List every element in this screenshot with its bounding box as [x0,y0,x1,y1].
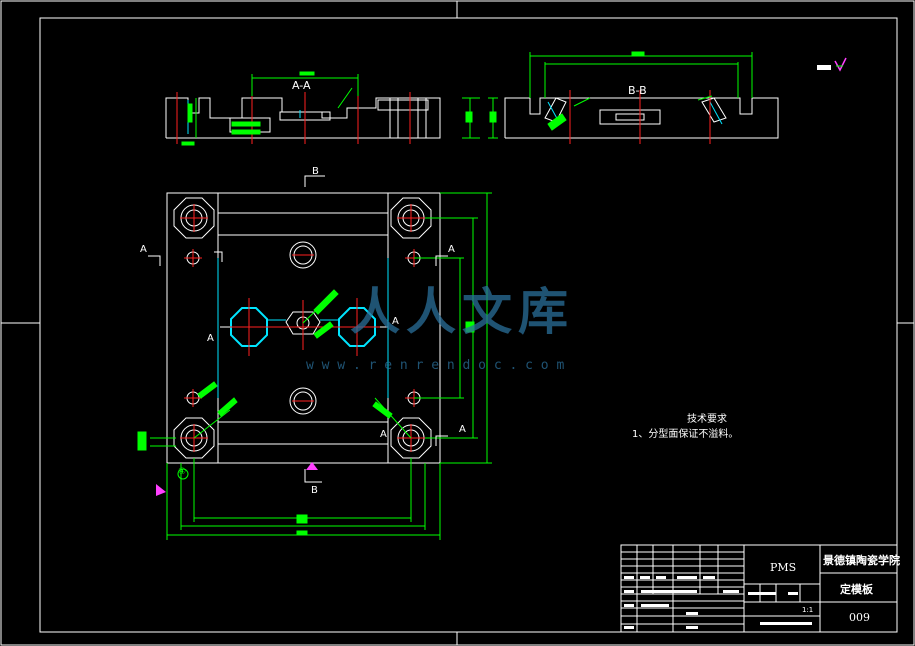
cavities [230,307,376,347]
section-bb-label: B-B [628,84,647,97]
section-aa-dimensions [181,71,480,146]
title-block-part-name: 定模板 [840,583,873,596]
title-block-material: PMS [770,561,797,574]
section-aa-view [165,97,441,139]
cut-marker-a-mid-left: A [207,333,214,344]
cutting-planes [148,175,448,483]
plan-dimensions [137,192,492,540]
section-aa-label: A-A [292,79,311,92]
title-block-fills [624,576,812,629]
surface-finish-symbol [817,57,847,72]
cut-marker-a-right: A [448,244,455,255]
notes-heading: 技术要求 [687,414,727,425]
section-bb-dimensions [488,51,753,139]
title-block-drawing-no: 009 [849,611,870,624]
cut-marker-a-lower: A [380,429,387,440]
cross-markers [156,462,318,496]
title-block-institution: 景德镇陶瓷学院 [823,554,900,567]
section-aa-centerlines [176,92,411,144]
cut-marker-b-bottom: B [311,485,318,496]
cut-marker-b-top: B [312,166,319,177]
notes-line-1: 1、分型面保证不溢料。 [632,429,739,440]
watermark-url: w w w . r e n r e n d o c . c o m [306,358,565,373]
title-block-lines [620,544,898,633]
plan-centerlines [180,204,425,452]
cut-marker-a-lower-right: A [459,424,466,435]
cut-marker-a-left: A [140,244,147,255]
section-bb-hidden [547,101,723,125]
item-number: ④ [178,467,187,477]
cut-marker-a-mid-right: A [392,316,399,327]
title-block-scale: 1:1 [802,606,814,614]
section-bb-centerlines [569,90,711,144]
section-bb-view [504,97,779,139]
section-aa-hidden [187,100,301,134]
watermark-brand: 人人文库 [350,282,574,341]
